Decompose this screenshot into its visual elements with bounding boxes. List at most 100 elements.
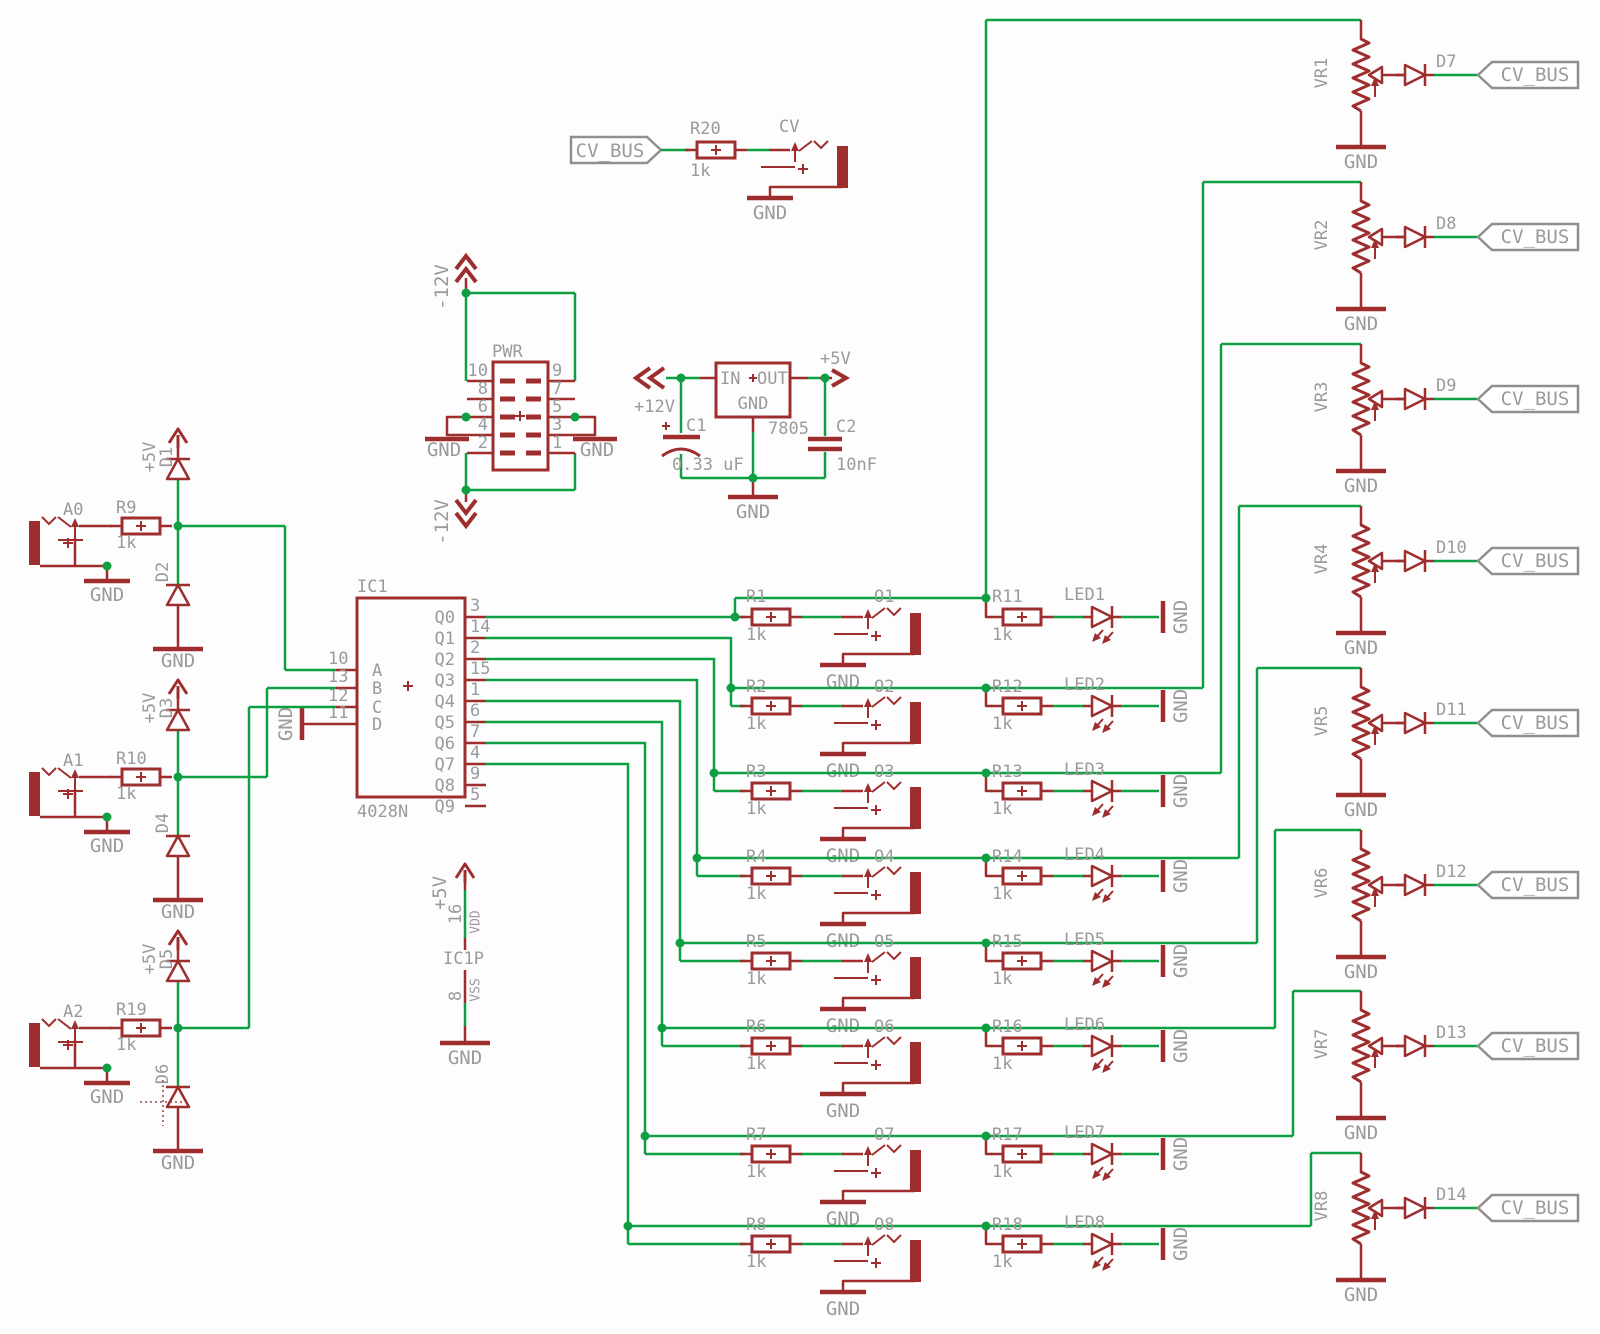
diode-D6[interactable]	[164, 1085, 192, 1109]
resistor-R15[interactable]	[989, 951, 1055, 971]
net-wire[interactable]	[486, 720, 1275, 1048]
net-wire[interactable]	[486, 678, 1239, 878]
resistor-R7[interactable]	[738, 1144, 804, 1164]
resistor-R16[interactable]	[989, 1036, 1055, 1056]
gnd-label: GND	[1170, 1029, 1192, 1063]
resistor-value: 1k	[746, 969, 766, 989]
net-wire[interactable]	[1201, 180, 1478, 688]
resistor-name: R7	[746, 1125, 766, 1145]
led-LED7[interactable]	[1083, 1143, 1121, 1181]
potentiometer-name: VR6	[1312, 868, 1332, 899]
potentiometer-VR1[interactable]	[1351, 37, 1401, 113]
net-wire[interactable]	[486, 741, 1293, 1156]
input-channel-a0: A0 GND R9 1k +5V D1 D2 GND	[29, 427, 336, 672]
jack-A1-name: A1	[63, 751, 83, 771]
diode-D11[interactable]	[1394, 710, 1436, 736]
led-LED2[interactable]	[1083, 695, 1121, 733]
pin-name: Q8	[435, 776, 455, 796]
resistor-value: 1k	[746, 884, 766, 904]
resistor-R10-name: R10	[116, 749, 147, 769]
resistor-R2[interactable]	[738, 696, 804, 716]
diode-name: D14	[1436, 1185, 1467, 1205]
resistor-value: 1k	[746, 1252, 766, 1272]
net-wire[interactable]	[486, 596, 1159, 619]
resistor-R9[interactable]	[108, 516, 174, 536]
resistor-R14[interactable]	[989, 866, 1055, 886]
led-LED4[interactable]	[1083, 865, 1121, 903]
resistor-R20[interactable]	[683, 140, 749, 160]
resistor-R8[interactable]	[738, 1234, 804, 1254]
resistor-R20-name: R20	[690, 119, 721, 139]
resistor-name: R17	[992, 1125, 1023, 1145]
led-LED6[interactable]	[1083, 1035, 1121, 1073]
resistor-R5[interactable]	[738, 951, 804, 971]
diode-D2[interactable]	[164, 583, 192, 607]
potentiometer-VR5[interactable]	[1351, 685, 1401, 761]
resistor-R4[interactable]	[738, 866, 804, 886]
resistor-R12[interactable]	[989, 696, 1055, 716]
resistor-R1[interactable]	[738, 607, 804, 627]
pin-number: 7	[470, 722, 480, 742]
net-wire[interactable]	[1237, 504, 1478, 858]
net-wire[interactable]	[1255, 666, 1478, 943]
potentiometer-VR4[interactable]	[1351, 523, 1401, 599]
diode-D8[interactable]	[1394, 224, 1436, 250]
ic1-output-pins[interactable]	[465, 615, 486, 808]
plus5v-arrow-up-icon	[167, 427, 189, 450]
resistor-R18[interactable]	[989, 1234, 1055, 1254]
diode-name: D9	[1436, 376, 1456, 396]
net-wire[interactable]	[1291, 989, 1478, 1136]
pwr-pins[interactable]	[467, 378, 575, 456]
resistor-R6[interactable]	[738, 1036, 804, 1056]
ic1-input-pins[interactable]	[304, 668, 357, 726]
resistor-value: 1k	[992, 714, 1012, 734]
led-LED3[interactable]	[1083, 780, 1121, 818]
resistor-R10[interactable]	[108, 767, 174, 787]
net-wire[interactable]	[486, 762, 1311, 1246]
resistor-R9-value: 1k	[116, 533, 136, 553]
pin-name: B	[372, 679, 382, 699]
led-LED5[interactable]	[1083, 950, 1121, 988]
net-wire[interactable]	[176, 705, 336, 1086]
resistor-R11[interactable]	[989, 607, 1055, 627]
potentiometer-VR3[interactable]	[1351, 361, 1401, 437]
net-wire[interactable]	[176, 480, 336, 672]
potentiometer-VR2[interactable]	[1351, 199, 1401, 275]
diode-D7[interactable]	[1394, 62, 1436, 88]
resistor-R13[interactable]	[989, 781, 1055, 801]
net-wire[interactable]	[486, 699, 1257, 963]
resistor-R19[interactable]	[108, 1018, 174, 1038]
diode-D12[interactable]	[1394, 872, 1436, 898]
diode-D9[interactable]	[1394, 386, 1436, 412]
ic1-body[interactable]	[355, 596, 467, 799]
potentiometer-VR7[interactable]	[1351, 1008, 1401, 1084]
diode-D14[interactable]	[1394, 1195, 1436, 1221]
diode-D10[interactable]	[1394, 548, 1436, 574]
potentiometer-VR6[interactable]	[1351, 847, 1401, 923]
net-wire[interactable]	[464, 291, 577, 492]
capacitor-C1[interactable]	[661, 422, 701, 458]
net-wire[interactable]	[176, 686, 336, 835]
net-wire[interactable]	[1309, 1151, 1478, 1226]
net-wire[interactable]	[984, 18, 1478, 598]
resistor-R17[interactable]	[989, 1144, 1055, 1164]
gnd-label: GND	[1170, 1137, 1192, 1171]
led-LED1[interactable]	[1083, 606, 1121, 644]
potentiometer-VR8[interactable]	[1351, 1170, 1401, 1246]
diode-D2-name: D2	[153, 562, 173, 582]
net-wire[interactable]	[486, 636, 1203, 708]
vr-channel-7: VR7 D13 GND CV_BUS	[1291, 989, 1580, 1144]
resistor-R3[interactable]	[738, 781, 804, 801]
plus5v-label: +5V	[140, 944, 160, 975]
net-wire[interactable]	[1219, 342, 1478, 773]
net-wire[interactable]	[486, 657, 1221, 793]
capacitor-C2[interactable]	[808, 436, 842, 452]
cv-bus-label: CV_BUS	[1501, 64, 1570, 86]
pin-number: 14	[470, 617, 490, 637]
pin-number: 5	[470, 785, 480, 805]
diode-D13[interactable]	[1394, 1033, 1436, 1059]
led-LED8[interactable]	[1083, 1233, 1121, 1271]
cv-bus-label: CV_BUS	[1501, 1035, 1570, 1057]
net-wire[interactable]	[1273, 828, 1478, 1028]
diode-D4[interactable]	[164, 834, 192, 858]
